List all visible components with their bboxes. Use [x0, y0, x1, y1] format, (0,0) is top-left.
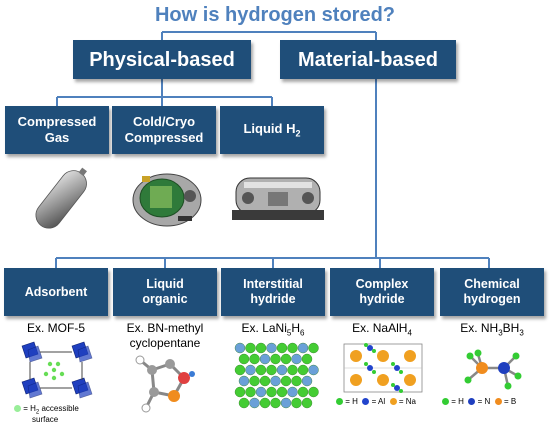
complex-crystal-picture: [343, 343, 423, 393]
lattice-atom: [287, 364, 298, 376]
lattice-atom: [266, 364, 277, 376]
lattice-atom: [255, 364, 267, 376]
lattice-atom: [234, 386, 246, 398]
lattice-atom: [301, 353, 313, 365]
lattice-atom: [276, 342, 288, 354]
lattice-atom: [276, 386, 288, 398]
complex-hydride-box: Complex hydride: [330, 268, 434, 316]
lattice-atom: [301, 375, 313, 387]
lattice-atom: [280, 353, 292, 365]
lattice-atom: [287, 342, 298, 354]
lattice-atom: [245, 342, 256, 354]
material-based-label: Material-based: [297, 48, 439, 71]
h-dot-icon-2: [442, 398, 449, 406]
bn-molecule-picture: [135, 355, 195, 413]
chemical-legend: = H = N = B: [442, 397, 548, 407]
n-dot-icon: [468, 398, 476, 406]
lattice-atom: [287, 386, 298, 398]
mof-structure-picture: [21, 341, 93, 399]
compressed-gas-label-2: Gas: [44, 130, 70, 145]
lattice-atom: [266, 342, 277, 354]
b-dot-icon: [494, 398, 502, 406]
liquid-organic-box: Liquid organic: [113, 268, 217, 316]
lattice-atom: [270, 397, 281, 409]
h-dot-icon: [336, 398, 343, 406]
interstitial-label-2: hydride: [250, 292, 296, 306]
material-based-box: Material-based: [280, 40, 456, 79]
lattice-atom: [280, 397, 292, 409]
lattice-atom: [270, 375, 281, 387]
complex-label-2: hydride: [359, 292, 405, 306]
mof-legend: = H2 accessible surface: [14, 404, 104, 425]
lattice-atom: [249, 397, 260, 409]
physical-based-box: Physical-based: [73, 40, 251, 79]
naalh-example: Ex. NaAlH4: [352, 321, 412, 338]
lattice-atom: [270, 353, 281, 365]
lattice-atom: [276, 364, 288, 376]
liquid-tank-picture: [232, 177, 324, 220]
liquid-h2-box: Liquid H2: [220, 106, 324, 154]
mof-example: Ex. MOF-5: [26, 321, 85, 335]
lattice-atom: [308, 364, 319, 376]
lattice-atom: [297, 364, 309, 376]
interstitial-label-1: Interstitial: [243, 277, 303, 291]
nh3bh3-example: Ex. NH3BH3: [460, 321, 524, 338]
adsorbent-box: Adsorbent: [4, 268, 108, 316]
cryo-label-2: Compressed: [124, 130, 204, 145]
liquid-organic-label-1: Liquid: [146, 277, 184, 291]
lattice-atom: [249, 375, 260, 387]
lani-example: Ex. LaNi5H6: [241, 321, 305, 338]
cryo-vessel-picture: [132, 173, 202, 227]
cryo-compressed-box: Cold/Cryo Compressed: [112, 106, 216, 154]
lattice-atom: [238, 375, 250, 387]
lattice-atom: [301, 397, 313, 409]
lattice-atom: [238, 353, 250, 365]
compressed-gas-label-1: Compressed: [17, 114, 97, 130]
lattice-atom: [280, 375, 292, 387]
lattice-atom: [308, 386, 319, 398]
liquid-organic-label-2: organic: [142, 292, 188, 306]
bn-example: Ex. BN-methyl cyclopentane: [126, 321, 204, 350]
lattice-atom: [245, 364, 256, 376]
lattice-atom: [234, 364, 246, 376]
lattice-atom: [259, 353, 271, 365]
lattice-atom: [266, 386, 277, 398]
lattice-atom: [308, 342, 319, 354]
compressed-gas-box: Compressed Gas: [5, 106, 109, 154]
lattice-atom: [291, 375, 302, 387]
complex-label-1: Complex: [355, 277, 409, 291]
chemical-label-2: hydrogen: [463, 292, 521, 306]
lattice-atom: [291, 353, 302, 365]
lattice-atom: [297, 386, 309, 398]
h2-dot-icon: [14, 405, 21, 413]
lattice-atom: [297, 342, 309, 354]
lattice-atom: [291, 397, 302, 409]
cryo-label-1: Cold/Cryo: [132, 114, 196, 130]
page-title: How is hydrogen stored?: [154, 4, 396, 26]
lattice-atom: [255, 342, 267, 354]
complex-legend: = H = Al = Na: [336, 397, 440, 407]
gas-cylinder-picture: [35, 167, 87, 229]
lattice-atom: [255, 386, 267, 398]
physical-based-label: Physical-based: [89, 48, 235, 71]
chemical-label-1: Chemical: [464, 277, 520, 291]
lattice-atom: [259, 375, 271, 387]
lattice-atom: [234, 342, 246, 354]
lattice-atom: [259, 397, 271, 409]
lattice-picture: [234, 342, 319, 409]
liquid-h2-label: Liquid H2: [243, 120, 301, 139]
chemical-hydrogen-box: Chemical hydrogen: [440, 268, 544, 316]
lattice-atom: [249, 353, 260, 365]
ammonia-borane-picture: [464, 349, 522, 390]
al-dot-icon: [362, 398, 370, 406]
lattice-atom: [238, 397, 250, 409]
lattice-atom: [245, 386, 256, 398]
adsorbent-label: Adsorbent: [24, 284, 88, 299]
na-dot-icon: [389, 398, 397, 406]
interstitial-hydride-box: Interstitial hydride: [221, 268, 325, 316]
